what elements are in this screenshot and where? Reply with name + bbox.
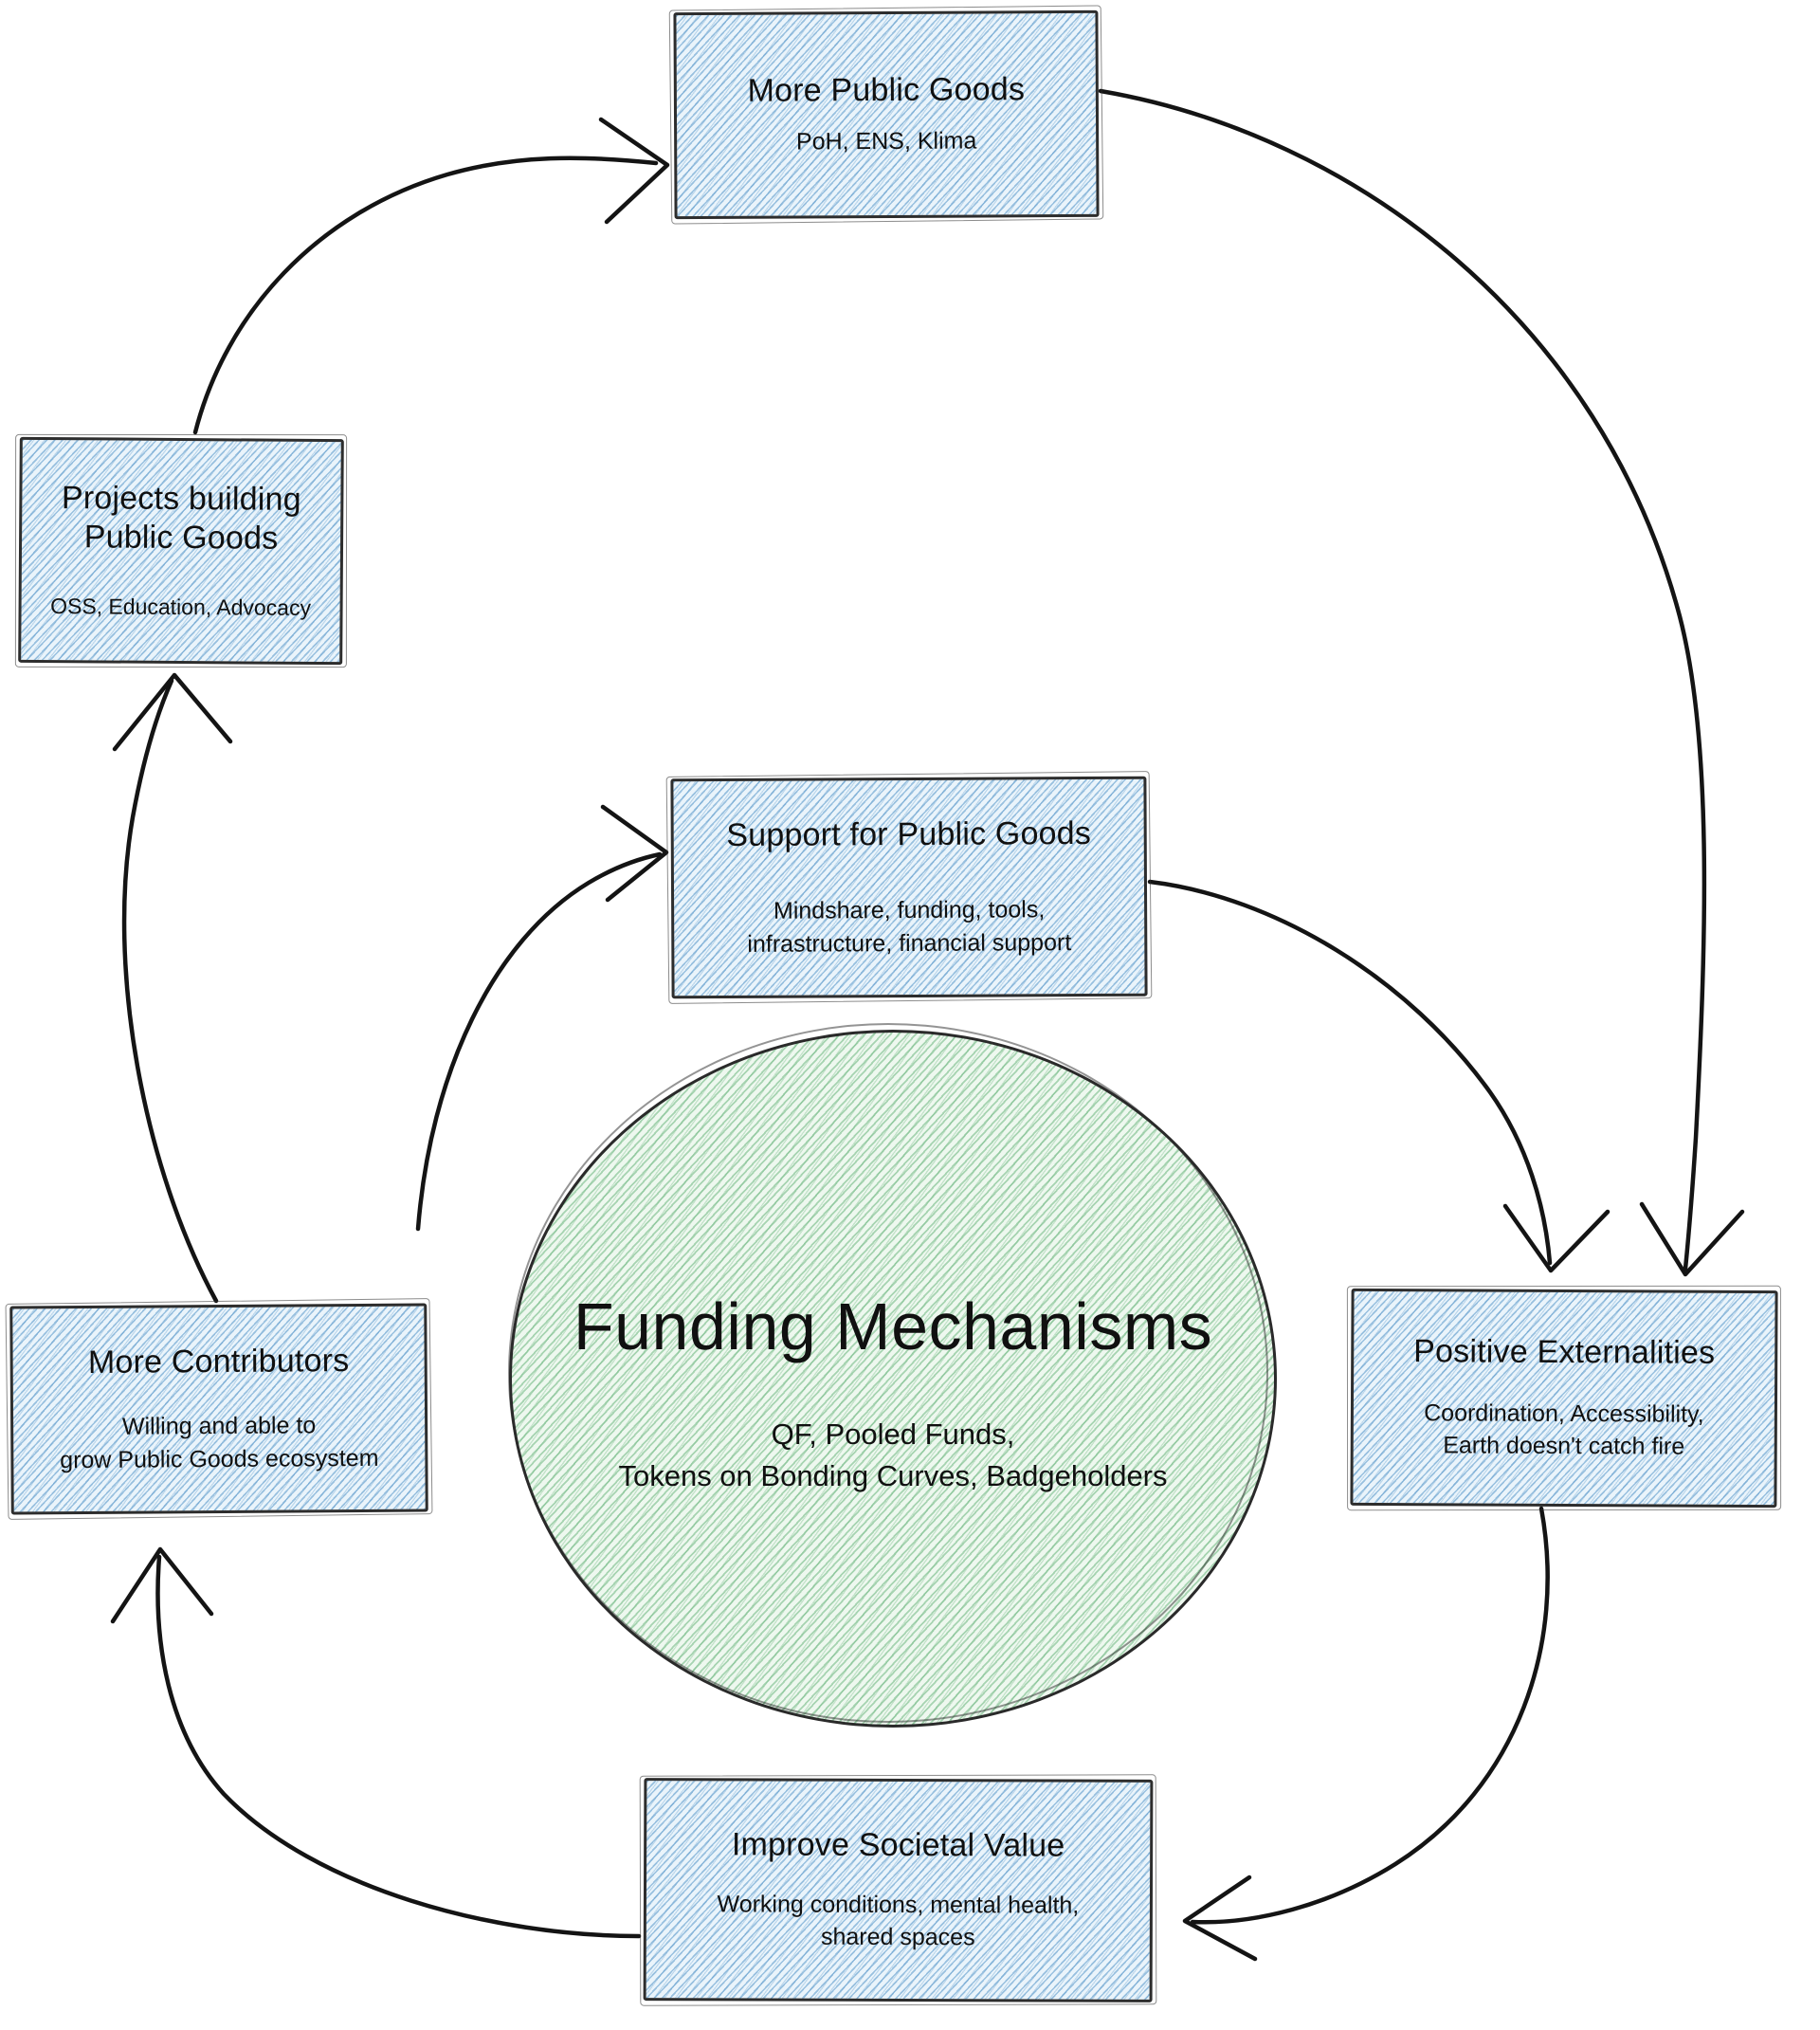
node-more-public-goods-subtitle: PoH, ENS, Klima (795, 127, 977, 155)
node-support-title: Support for Public Goods (726, 814, 1092, 853)
node-improve-societal-value-subtitle: Working conditions, mental health, share… (717, 1891, 1080, 1951)
node-support-subtitle: Mindshare, funding, tools, infrastructur… (747, 896, 1072, 958)
node-projects-subtitle: OSS, Education, Advocacy (50, 593, 312, 620)
node-projects-title: Projects building Public Goods (61, 479, 301, 557)
arrow-projects-to-more-public-goods (192, 117, 670, 435)
node-support-for-public-goods: Support for Public Goods Mindshare, fund… (670, 776, 1148, 999)
node-improve-societal-value: Improve Societal Value Working condition… (643, 1778, 1154, 2003)
arrow-improve-societal-value-to-more-contributors (110, 1546, 642, 1939)
arrow-more-contributors-to-projects (112, 672, 233, 1304)
center-subtitle: QF, Pooled Funds, Tokens on Bonding Curv… (618, 1417, 1168, 1492)
node-more-contributors-title: More Contributors (87, 1342, 350, 1381)
node-more-public-goods: More Public Goods PoH, ENS, Klima (673, 9, 1100, 220)
node-positive-externalities: Positive Externalities Coordination, Acc… (1350, 1288, 1778, 1509)
node-positive-externalities-title: Positive Externalities (1413, 1333, 1716, 1372)
node-more-contributors-subtitle: Willing and able to grow Public Goods ec… (60, 1412, 379, 1473)
node-positive-externalities-subtitle: Coordination, Accessibility, Earth doesn… (1424, 1399, 1704, 1460)
node-improve-societal-value-title: Improve Societal Value (731, 1826, 1065, 1864)
node-projects-building-public-goods: Projects building Public Goods OSS, Educ… (18, 436, 344, 666)
node-more-public-goods-title: More Public Goods (747, 71, 1026, 109)
center-funding-mechanisms: Funding Mechanisms QF, Pooled Funds, Tok… (508, 1023, 1277, 1728)
arrow-more-public-goods-to-positive-externalities (1098, 88, 1745, 1277)
arrow-positive-externalities-to-improve-societal-value (1182, 1506, 1550, 1962)
center-title: Funding Mechanisms (573, 1289, 1213, 1363)
node-more-contributors: More Contributors Willing and able to gr… (9, 1303, 428, 1515)
